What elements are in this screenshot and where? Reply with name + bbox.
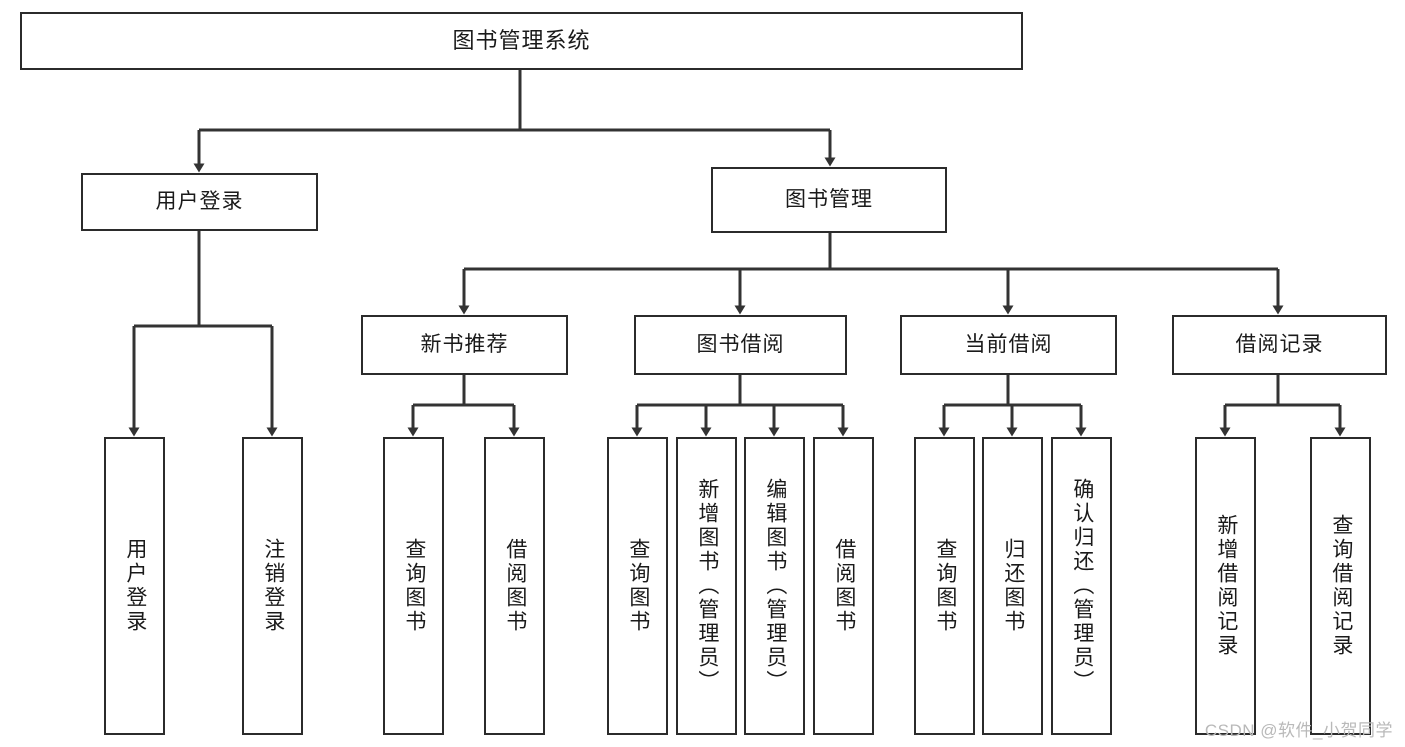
node-label: 用户登录 bbox=[123, 538, 147, 634]
node-label: 查询图书 bbox=[933, 538, 957, 634]
node-label: 新书推荐 bbox=[420, 333, 509, 357]
leaf-current-borrow-return[interactable]: 归还图书 bbox=[982, 437, 1043, 735]
node-label: 注销登录 bbox=[261, 538, 285, 634]
leaf-book-borrow-query[interactable]: 查询图书 bbox=[607, 437, 668, 735]
node-label: 新增借阅记录 bbox=[1214, 514, 1238, 658]
node-label: 用户登录 bbox=[155, 190, 244, 214]
watermark: CSDN @软件_小贺同学 bbox=[1204, 721, 1393, 740]
node-borrow-record[interactable]: 借阅记录 bbox=[1172, 315, 1387, 375]
node-label: 编辑图书（管理员） bbox=[763, 478, 787, 694]
leaf-new-book-borrow[interactable]: 借阅图书 bbox=[484, 437, 545, 735]
node-root-system[interactable]: 图书管理系统 bbox=[20, 12, 1023, 70]
leaf-user-login-signin[interactable]: 用户登录 bbox=[104, 437, 165, 735]
node-label: 图书管理系统 bbox=[452, 27, 591, 53]
leaf-current-borrow-confirm-return[interactable]: 确认归还（管理员） bbox=[1051, 437, 1112, 735]
node-label: 确认归还（管理员） bbox=[1070, 478, 1094, 694]
leaf-borrow-record-add[interactable]: 新增借阅记录 bbox=[1195, 437, 1256, 735]
node-new-book-recommend[interactable]: 新书推荐 bbox=[361, 315, 568, 375]
leaf-book-borrow-lend[interactable]: 借阅图书 bbox=[813, 437, 874, 735]
node-book-management[interactable]: 图书管理 bbox=[711, 167, 947, 233]
node-book-borrow[interactable]: 图书借阅 bbox=[634, 315, 847, 375]
node-label: 查询图书 bbox=[626, 538, 650, 634]
leaf-new-book-query[interactable]: 查询图书 bbox=[383, 437, 444, 735]
node-label: 借阅图书 bbox=[503, 538, 527, 634]
node-label: 借阅图书 bbox=[832, 538, 856, 634]
node-label: 查询图书 bbox=[402, 538, 426, 634]
node-label: 当前借阅 bbox=[964, 333, 1053, 357]
node-label: 借阅记录 bbox=[1235, 333, 1324, 357]
node-label: 图书管理 bbox=[785, 188, 873, 212]
leaf-user-login-signout[interactable]: 注销登录 bbox=[242, 437, 303, 735]
leaf-book-borrow-add[interactable]: 新增图书（管理员） bbox=[676, 437, 737, 735]
leaf-borrow-record-query[interactable]: 查询借阅记录 bbox=[1310, 437, 1371, 735]
node-label: 新增图书（管理员） bbox=[695, 478, 719, 694]
node-user-login[interactable]: 用户登录 bbox=[81, 173, 318, 231]
node-current-borrow[interactable]: 当前借阅 bbox=[900, 315, 1117, 375]
leaf-book-borrow-edit[interactable]: 编辑图书（管理员） bbox=[744, 437, 805, 735]
node-label: 图书借阅 bbox=[696, 333, 785, 357]
node-label: 查询借阅记录 bbox=[1329, 514, 1353, 658]
leaf-current-borrow-query[interactable]: 查询图书 bbox=[914, 437, 975, 735]
node-label: 归还图书 bbox=[1001, 538, 1025, 634]
